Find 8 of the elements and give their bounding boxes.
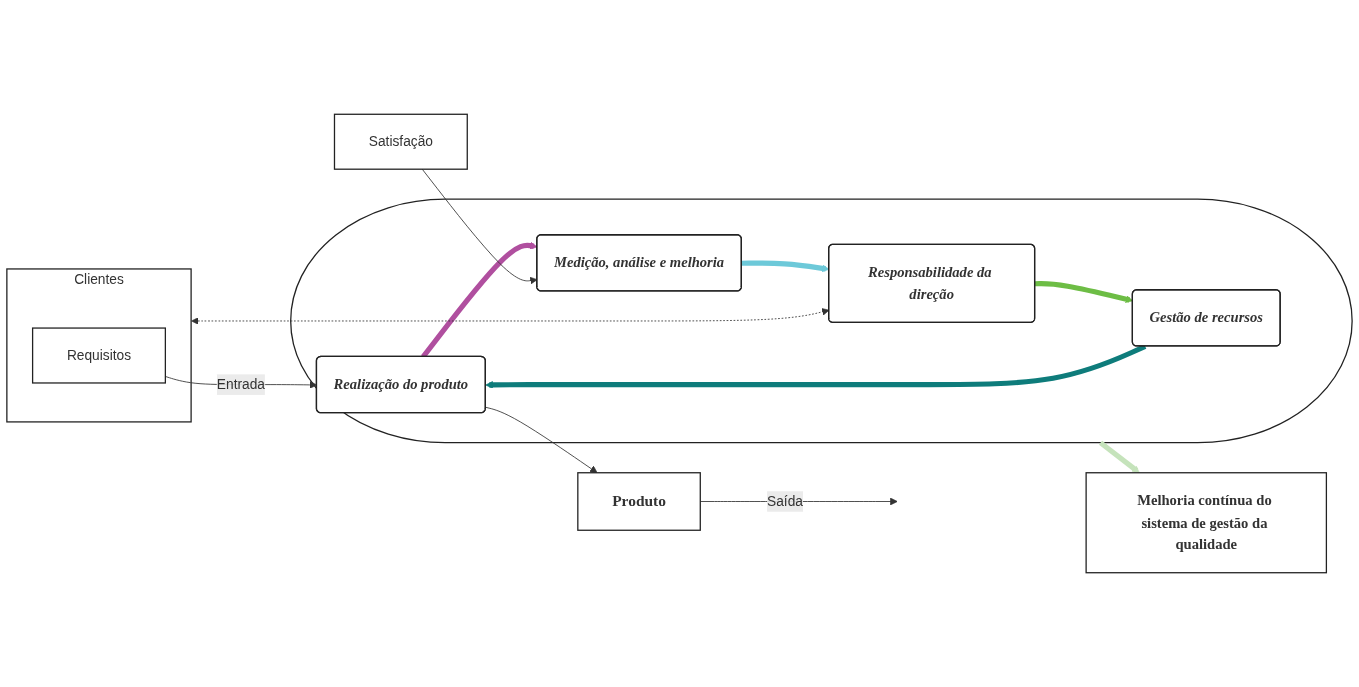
edge-label: Entrada	[216, 376, 265, 392]
arrow	[485, 344, 1147, 389]
node-box: Produto	[577, 472, 701, 531]
node-box: Satisfação	[333, 113, 468, 170]
arrow	[1098, 440, 1140, 474]
node-box: Melhoria contínua do sistema de gestão da qualidade	[1085, 472, 1328, 574]
node-box: Requisitos	[31, 327, 166, 384]
edge-label: Saída	[767, 493, 803, 509]
